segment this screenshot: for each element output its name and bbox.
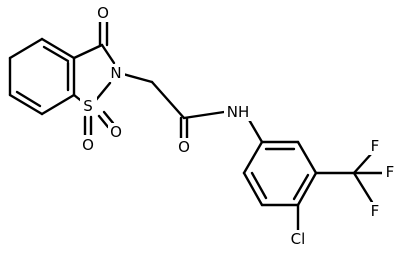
bond [94, 81, 112, 102]
bond [72, 43, 104, 60]
bond [8, 37, 44, 60]
double-bond [102, 110, 115, 125]
bond [246, 116, 264, 144]
bond [296, 171, 318, 207]
chlorine-label: Cl [291, 230, 306, 248]
bond [40, 93, 76, 116]
double-bond [15, 90, 42, 108]
sulfonyl-oxygen-1-label: O [110, 123, 122, 141]
bond [296, 140, 318, 175]
bond [242, 140, 264, 175]
double-bond [97, 114, 110, 129]
phenyl-ring [242, 140, 318, 207]
bond [182, 110, 226, 120]
bond [352, 171, 374, 204]
amide-nitrogen-label: NH [227, 103, 250, 121]
bond [242, 171, 264, 207]
fluorine-top-label: F [371, 137, 380, 155]
benzo-ring [8, 37, 76, 116]
carbonyl-oxygen-label: O [97, 4, 109, 22]
sulfur-label: S [83, 97, 93, 115]
acetamide-linker [121, 72, 264, 144]
double-bond [250, 171, 268, 200]
sulfonyl-oxygen-2-label: O [82, 136, 94, 154]
fluorine-bottom-label: F [371, 202, 380, 220]
bond [121, 72, 154, 84]
isothiazole-ring [72, 18, 116, 138]
ring-nitrogen-label: N [110, 64, 121, 82]
bond [40, 37, 76, 60]
bond [150, 80, 186, 120]
bond [352, 151, 374, 175]
fluorine-right-label: F [386, 163, 395, 181]
trifluoromethyl-group [314, 151, 385, 204]
bond [8, 93, 44, 116]
atom-labels: O N S O O O NH Cl F F F [80, 4, 397, 248]
double-bond [42, 45, 70, 63]
bond [100, 43, 116, 65]
double-bond [292, 173, 310, 201]
amide-oxygen-label: O [178, 138, 190, 156]
